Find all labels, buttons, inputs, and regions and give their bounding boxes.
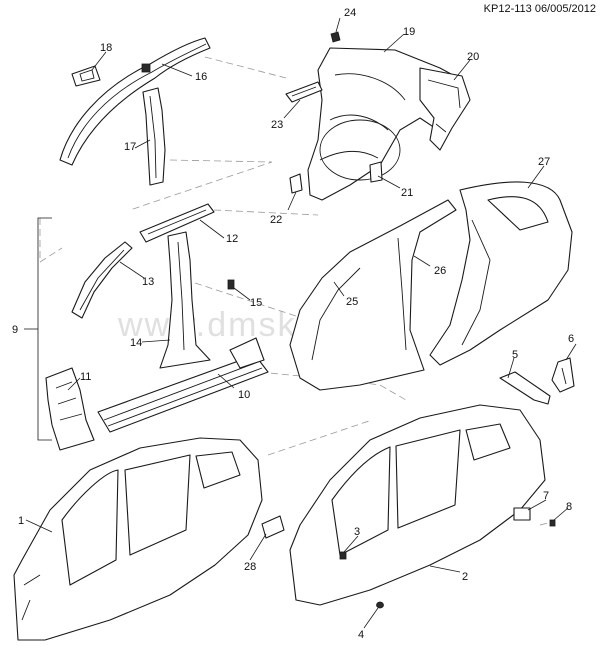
callout-1: 1 (18, 515, 24, 527)
callout-15: 15 (250, 297, 262, 309)
callout-26: 26 (434, 265, 446, 277)
group-bracket-9 (24, 217, 52, 441)
callout-20: 20 (467, 51, 479, 63)
part-3-clip (339, 551, 347, 560)
callout-2: 2 (462, 571, 468, 583)
leader-lines (25, 17, 577, 629)
part-12-upper-rail (139, 203, 215, 243)
callout-3: 3 (354, 526, 360, 538)
callout-24: 24 (344, 7, 356, 19)
callout-4: 4 (358, 629, 364, 641)
callout-labels: 24 19 18 20 16 23 17 27 21 22 12 26 13 2… (12, 7, 574, 641)
callout-23: 23 (271, 119, 283, 131)
part-5-bracket (499, 371, 551, 405)
part-14-b-pillar-inner (159, 231, 211, 369)
part-10-rocker-inner (97, 337, 269, 433)
callout-9: 9 (12, 324, 18, 336)
part-16-roof-rail-reinforcement (59, 37, 211, 166)
callout-22: 22 (270, 214, 282, 226)
part-8-clip (549, 519, 556, 527)
part-23-bracket (285, 81, 323, 103)
part-22-plate (289, 173, 303, 194)
part-11-hinge-pillar (45, 367, 95, 451)
callout-27: 27 (538, 156, 550, 168)
part-27-body-side-rear (429, 181, 573, 366)
callout-7: 7 (543, 490, 549, 502)
callout-6: 6 (568, 333, 574, 345)
callout-28: 28 (244, 561, 256, 573)
part-20-rear-wheelhouse-outer (419, 67, 471, 151)
part-1-body-side-panel-left (13, 437, 263, 641)
callout-21: 21 (401, 187, 413, 199)
part-4-plug (376, 601, 384, 609)
callout-25: 25 (346, 296, 358, 308)
part-18-bracket (71, 65, 101, 87)
callout-16: 16 (195, 71, 207, 83)
callout-18: 18 (100, 42, 112, 54)
part-21-plate (369, 161, 383, 183)
part-28-plate (261, 515, 285, 539)
callout-8: 8 (566, 501, 572, 513)
callout-5: 5 (512, 349, 518, 361)
callout-17: 17 (124, 141, 136, 153)
callout-19: 19 (403, 26, 415, 38)
part-13-a-pillar-reinforcement (71, 241, 133, 319)
callout-12: 12 (226, 233, 238, 245)
part-17-b-pillar-reinforcement (142, 87, 166, 186)
part-15-clip (227, 279, 235, 290)
callout-13: 13 (142, 276, 154, 288)
part-24-clip (330, 31, 341, 43)
part-26-body-side-inner (289, 199, 457, 391)
callout-11: 11 (80, 371, 91, 383)
part-6-bracket (551, 357, 575, 393)
callout-14: 14 (130, 337, 142, 349)
diagram-code-label: KP12-113 06/005/2012 (483, 3, 596, 15)
callout-10: 10 (238, 389, 250, 401)
part-2-body-side-panel-right (289, 404, 546, 606)
part-7-fuel-door-housing (513, 507, 531, 521)
